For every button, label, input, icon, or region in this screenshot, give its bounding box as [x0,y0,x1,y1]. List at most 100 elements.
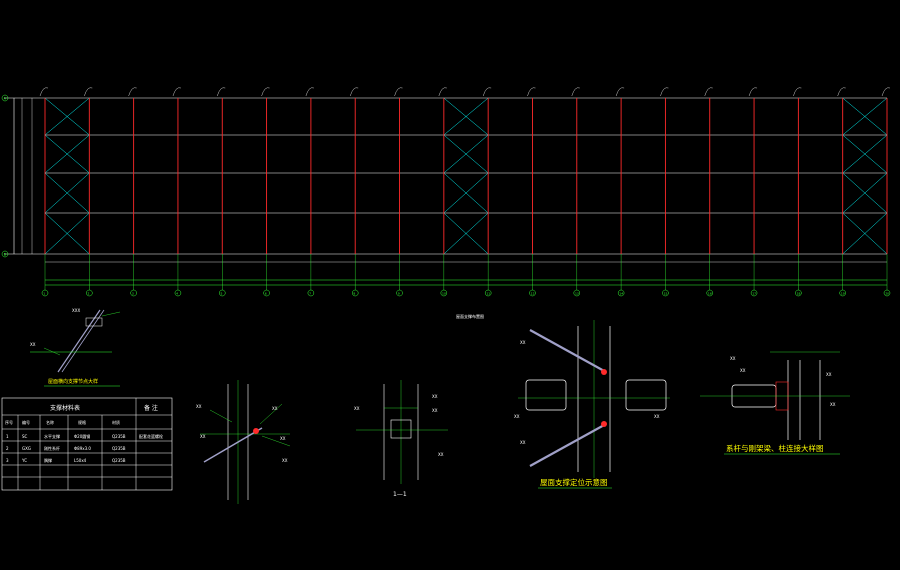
axis-bubble [130,289,137,297]
tie-rod-detail: XX XX XX XX 系杆与刚架梁、柱连接大样图 [700,351,850,455]
svg-text:XX: XX [354,406,360,411]
rafter-end-arc [881,87,891,97]
axis-label: 18 [797,292,801,296]
rafter-end-arc [128,87,137,97]
table-cell-mat: Q235B [112,446,126,451]
roof-brace [842,212,888,255]
svg-text:XX: XX [740,368,746,373]
section-caption: 1—1 [393,491,407,498]
table-cell-no: 2 [6,446,9,451]
roof-brace [443,97,489,136]
rafter-end-arc [350,87,359,97]
axis-label: 3 [132,292,134,296]
roof-brace [443,212,489,255]
axis-bubble [839,289,846,297]
svg-text:XX: XX [432,394,438,399]
row-bubble [1,250,9,258]
svg-text:XX: XX [730,356,736,361]
table-cell-no: 3 [6,458,9,463]
rafter-end-arc [261,87,270,97]
table-header-code: 编号 [22,419,30,425]
axis-label: 13 [575,292,579,296]
axis-bubble [174,289,182,297]
detail-left-caption: 屋面横向支撑节点大样 [48,378,98,385]
svg-text:XX: XX [272,406,278,411]
roof-brace-caption: 屋面支撑定位示意图 [540,477,608,487]
svg-text:XXX: XXX [72,308,80,313]
table-title: 支撑材料表 [50,404,80,412]
roof-brace [443,172,489,214]
table-cell-no: 1 [6,434,9,439]
axis-label: 6 [265,292,267,296]
table-header-spec: 规格 [78,419,86,425]
axis-label: 7 [309,292,311,296]
svg-text:XX: XX [196,404,202,409]
svg-text:XX: XX [432,408,438,413]
axis-bubble [219,289,226,297]
table-cell-name: 刚性系杆 [44,445,60,451]
axis-bubble [307,289,315,297]
axis-bubble [41,289,49,297]
axis-label: 10 [442,292,446,296]
table-header-mat: 材质 [112,419,120,425]
svg-text:XX: XX [520,440,526,445]
scale-note: 屋面支撑布置图 [456,313,484,319]
axis-bubble [396,289,403,297]
row-bubble [1,94,9,102]
svg-text:XX: XX [514,414,520,419]
brace-node-detail: XXX XX 屋面横向支撑节点大样 [30,308,121,387]
table-cell-spec: L50x4 [74,458,87,463]
svg-text:XX: XX [200,434,206,439]
axis-bubble [440,289,448,297]
table-cell-mat: Q235B [112,458,126,463]
axis-bubble [750,289,758,297]
table-cell-spec: Φ89x3.0 [74,446,91,451]
roof-brace [842,172,888,214]
axis-label: 2 [88,292,90,296]
svg-text:XX: XX [520,340,526,345]
rafter-brace-detail: XX XX XX XX XX [196,380,291,504]
table-cell-code: SC [22,434,28,439]
table-cell-mat: Q235B [112,434,126,439]
rafter-end-arc [704,87,713,97]
rafter-end-arc [748,87,758,97]
rafter-end-arc [527,87,536,97]
axis-bubble [86,289,93,297]
axis-label: 17 [752,292,756,296]
rafter-end-arc [482,87,492,97]
axis-bubble [529,289,536,297]
section-1-1: XX XX XX XX 1—1 [354,380,448,498]
axis-label: 12 [531,292,535,296]
rafter-end-arc [660,87,669,97]
roof-brace [842,97,888,136]
roof-brace [443,134,489,174]
axis-label: 9 [398,292,400,296]
axis-label: 5 [220,292,222,296]
axis-bubble [795,289,802,297]
rafter-end-arc [84,87,93,97]
rafter-end-arc [217,87,226,97]
axis-bubble [617,289,625,297]
svg-text:XX: XX [826,372,832,377]
roof-brace [44,134,90,174]
axis-label: 8 [353,292,355,296]
axis-bubble [883,289,891,297]
table-cell-note: 配套花篮螺栓 [139,433,163,439]
table-cell-name: 隅撑 [44,457,52,463]
rafter-end-arc [39,87,49,97]
axis-bubble [263,289,270,297]
tie-detail-caption: 系杆与刚架梁、柱连接大样图 [726,443,824,453]
roof-brace-location: XX XX XX XX 屋面支撑定位示意图 [514,320,670,489]
svg-text:XX: XX [30,342,36,347]
rafter-end-arc [394,87,403,97]
rafter-end-arc [793,87,802,97]
svg-text:XX: XX [280,436,286,441]
rafter-end-arc [172,87,182,97]
table-cell-name: 水平支撑 [44,433,60,439]
axis-label: 1 [43,292,45,296]
rafter-end-arc [615,87,625,97]
axis-label: 19 [841,292,845,296]
